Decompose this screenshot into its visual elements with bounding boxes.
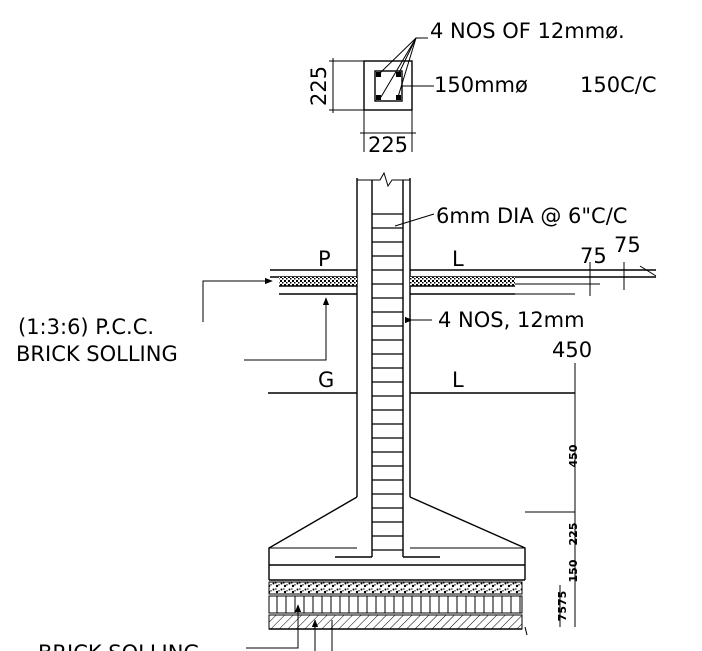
stirrups xyxy=(372,213,403,551)
column-elevation xyxy=(356,171,411,557)
dim-450-vertical: 450 xyxy=(567,444,580,467)
brick-soling-label-upper: BRICK SOLLING xyxy=(16,342,178,366)
rebar-corner xyxy=(396,95,401,100)
dim-75-vertical: 7575 xyxy=(556,591,569,622)
dim-75-a: 75 xyxy=(580,244,607,268)
tie-spacing-label: 150C/C xyxy=(580,73,656,97)
column-side-dimension: 225 xyxy=(307,66,331,106)
footing xyxy=(268,496,526,630)
plinth-p-label: P xyxy=(318,247,331,271)
pcc-layer-right xyxy=(410,277,515,286)
dim-225-vertical: 225 xyxy=(567,523,580,546)
rebar-corner xyxy=(376,95,381,100)
column-section: 4 NOS OF 12mmø. 150mmø 150C/C 225 225 xyxy=(307,19,656,157)
brick-soling-layer xyxy=(268,595,523,614)
plinth-beam xyxy=(270,262,657,296)
pcc-label: (1:3:6) P.C.C. xyxy=(18,315,154,339)
plinth-l-label: L xyxy=(452,247,464,271)
bricks xyxy=(276,596,521,613)
ground-l-label: L xyxy=(452,368,464,392)
tie-label: 150mmø xyxy=(434,73,528,97)
bars-label: 4 NOS OF 12mmø. xyxy=(430,19,625,43)
ground-g-label: G xyxy=(318,368,334,392)
pcc-bed xyxy=(268,581,523,595)
break-mark xyxy=(357,171,410,188)
pcc-layer-left xyxy=(279,277,357,286)
dim-450-top: 450 xyxy=(552,338,592,362)
dim-150-vertical: 150 xyxy=(567,559,580,582)
earth-hatch xyxy=(268,614,523,630)
stirrup-label: 6mm DIA @ 6"C/C xyxy=(436,204,627,228)
main-bars-label: 4 NOS, 12mm xyxy=(438,308,585,332)
brick-soling-label-lower: BRICK SOLLING xyxy=(38,641,200,651)
column-bottom-dimension: 225 xyxy=(368,133,408,157)
dim-75-b: 75 xyxy=(614,233,641,257)
